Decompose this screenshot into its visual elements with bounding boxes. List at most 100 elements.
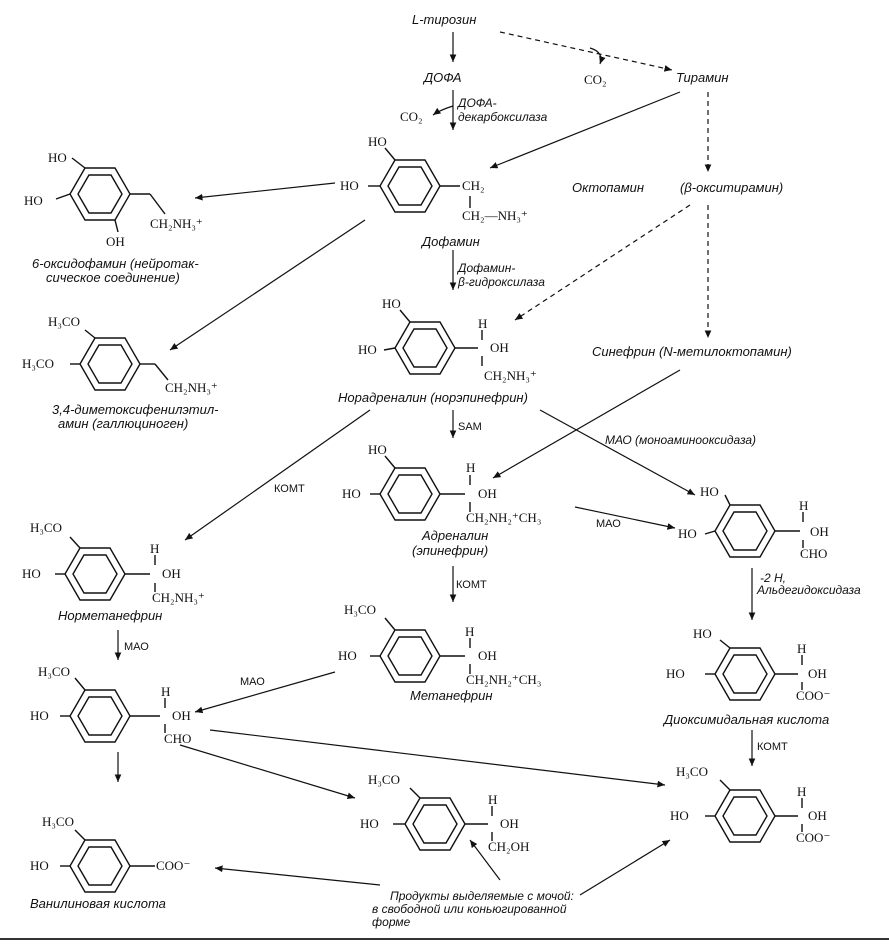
label-mao-full: МАО (моноаминооксидаза): [605, 433, 756, 447]
group-ch2nh3: CH₂NH₃⁺: [484, 368, 537, 383]
structure-metanephrine: [370, 617, 471, 683]
label-octopamine: Октопамин: [572, 180, 644, 195]
label-aldehyde-oxidase: Альдегидоксидаза: [756, 583, 861, 597]
label-dopa-decarboxylase-2: декарбоксилаза: [458, 110, 548, 124]
group-ho: HO: [360, 816, 379, 831]
group-h3co: H₃CO: [38, 664, 70, 679]
pathway-labels: L-тирозин ДОФА CO₂ Тирамин CO₂ ДОФА- дек…: [30, 12, 861, 929]
label-dimethoxy-2: амин (галлюциноген): [58, 416, 188, 431]
structure-normetanephrine: [55, 536, 156, 601]
group-oh: OH: [478, 486, 497, 501]
structure-vanillic-acid: [60, 829, 155, 893]
group-ho: HO: [382, 296, 401, 311]
label-adrenaline-2: (эпинефрин): [412, 543, 488, 558]
group-ho: HO: [48, 150, 67, 165]
group-h3co: H₃CO: [344, 602, 376, 617]
group-ho: HO: [666, 666, 685, 681]
structure-6-hydroxydopamine: [55, 157, 166, 233]
group-cho: CHO: [164, 731, 191, 746]
group-h: H: [797, 641, 806, 656]
label-6-oh-dopamine-1: 6-оксидофамин (нейротак-: [32, 256, 199, 271]
label-6-oh-dopamine-2: сическое соединение): [46, 270, 180, 285]
label-products-2: в свободной или коньюгированной: [372, 902, 567, 916]
label-dopamine-bh-1: Дофамин-: [456, 261, 515, 275]
structure-methoxy-hydroxymandelic-aldehyde: [60, 677, 166, 743]
group-h3co: H₃CO: [676, 764, 708, 779]
structure-dimethoxy-phenylethylamine: [70, 329, 169, 391]
label-dimethoxy-1: 3,4-диметоксифенилэтил-: [52, 402, 219, 417]
group-ch2nh3: CH₂NH₃⁺: [165, 380, 218, 395]
label-komt-dioxy: КОМТ: [757, 741, 788, 753]
group-ho: HO: [368, 134, 387, 149]
label-sam: SAM: [458, 421, 482, 433]
group-ho: HO: [693, 626, 712, 641]
group-h3co: H₃CO: [368, 772, 400, 787]
group-ch2oh: CH₂OH: [488, 839, 529, 854]
group-coo: COO⁻: [796, 830, 830, 845]
label-mao-adrenaline: МАО: [596, 518, 621, 530]
group-h: H: [150, 541, 159, 556]
group-ho: HO: [22, 566, 41, 581]
group-ho: HO: [338, 648, 357, 663]
group-h3co: H₃CO: [42, 814, 74, 829]
label-dopa-decarboxylase-1: ДОФА-: [456, 96, 497, 110]
group-h3co: H₃CO: [30, 520, 62, 535]
group-ch2nh2ch3: CH₂NH₂⁺CH₃: [466, 510, 541, 525]
group-oh: OH: [172, 708, 191, 723]
label-normetanephrine: Норметанефрин: [58, 608, 162, 623]
group-oh: OH: [500, 816, 519, 831]
group-ch2: CH₂: [462, 178, 485, 193]
group-h3co: H₃CO: [22, 356, 54, 371]
group-oh: OH: [490, 340, 509, 355]
label-komt-adrenaline: КОМТ: [456, 579, 487, 591]
structure-adrenaline: [370, 455, 471, 521]
group-ho: HO: [358, 342, 377, 357]
group-ho: HO: [30, 708, 49, 723]
group-h: H: [478, 316, 487, 331]
label-metanephrine: Метанефрин: [410, 688, 493, 703]
label-synephrine: Синефрин (N-метилоктопамин): [592, 344, 792, 359]
bottom-rule: [0, 938, 889, 940]
label-co2-tyramine: CO₂: [584, 72, 607, 87]
arrows: [114, 31, 756, 896]
group-oh: OH: [478, 648, 497, 663]
group-ho: HO: [678, 526, 697, 541]
label-minus-2h: -2 H,: [760, 571, 786, 585]
structure-dihydroxymandelic-acid: [705, 639, 803, 701]
structure-dihydroxymandelic-aldehyde: [704, 494, 804, 558]
group-ho: HO: [340, 178, 359, 193]
structure-noradrenaline: [383, 309, 483, 375]
group-coo: COO⁻: [156, 858, 190, 873]
chemical-groups: HO HO OH CH₂NH₃⁺ HO HO CH₂ CH₂—NH₃⁺ H₃CO…: [22, 134, 830, 873]
label-dopamine-bh-2: β-гидроксилаза: [457, 275, 545, 289]
label-dopamine: Дофамин: [420, 234, 480, 249]
label-noradrenaline: Норадреналин (норэпинефрин): [338, 390, 528, 405]
structure-dopamine: [368, 147, 471, 213]
label-tyramine: Тирамин: [676, 70, 729, 85]
group-h: H: [465, 624, 474, 639]
group-h: H: [797, 784, 806, 799]
group-ch2nh2ch3: CH₂NH₂⁺CH₃: [466, 672, 541, 687]
group-ch2-nh3: CH₂—NH₃⁺: [462, 208, 528, 223]
label-adrenaline-1: Адреналин: [421, 528, 488, 543]
label-beta-oxytyramine: (β-окситирамин): [680, 180, 783, 195]
label-komt-norad: КОМТ: [274, 483, 305, 495]
group-h3co: H₃CO: [48, 314, 80, 329]
label-dopa: ДОФА: [422, 70, 462, 85]
group-oh: OH: [810, 524, 829, 539]
label-co2-dopa: CO₂: [400, 109, 423, 124]
label-products-1: Продукты выделяемые с мочой:: [390, 889, 574, 903]
group-coo: COO⁻: [796, 688, 830, 703]
group-h: H: [799, 498, 808, 513]
group-ch2nh3: CH₂NH₃⁺: [150, 216, 203, 231]
group-oh: OH: [808, 808, 827, 823]
group-ho: HO: [670, 808, 689, 823]
group-cho: CHO: [800, 546, 827, 561]
structure-mhpg: [393, 787, 493, 851]
label-l-tyrosine: L-тирозин: [412, 12, 476, 27]
label-dioxymandelic: Диоксимидальная кислота: [662, 712, 829, 727]
label-mao-met: МАО: [240, 676, 265, 688]
group-ho: HO: [30, 858, 49, 873]
label-vanillic-acid: Ванилиновая кислота: [30, 896, 166, 911]
